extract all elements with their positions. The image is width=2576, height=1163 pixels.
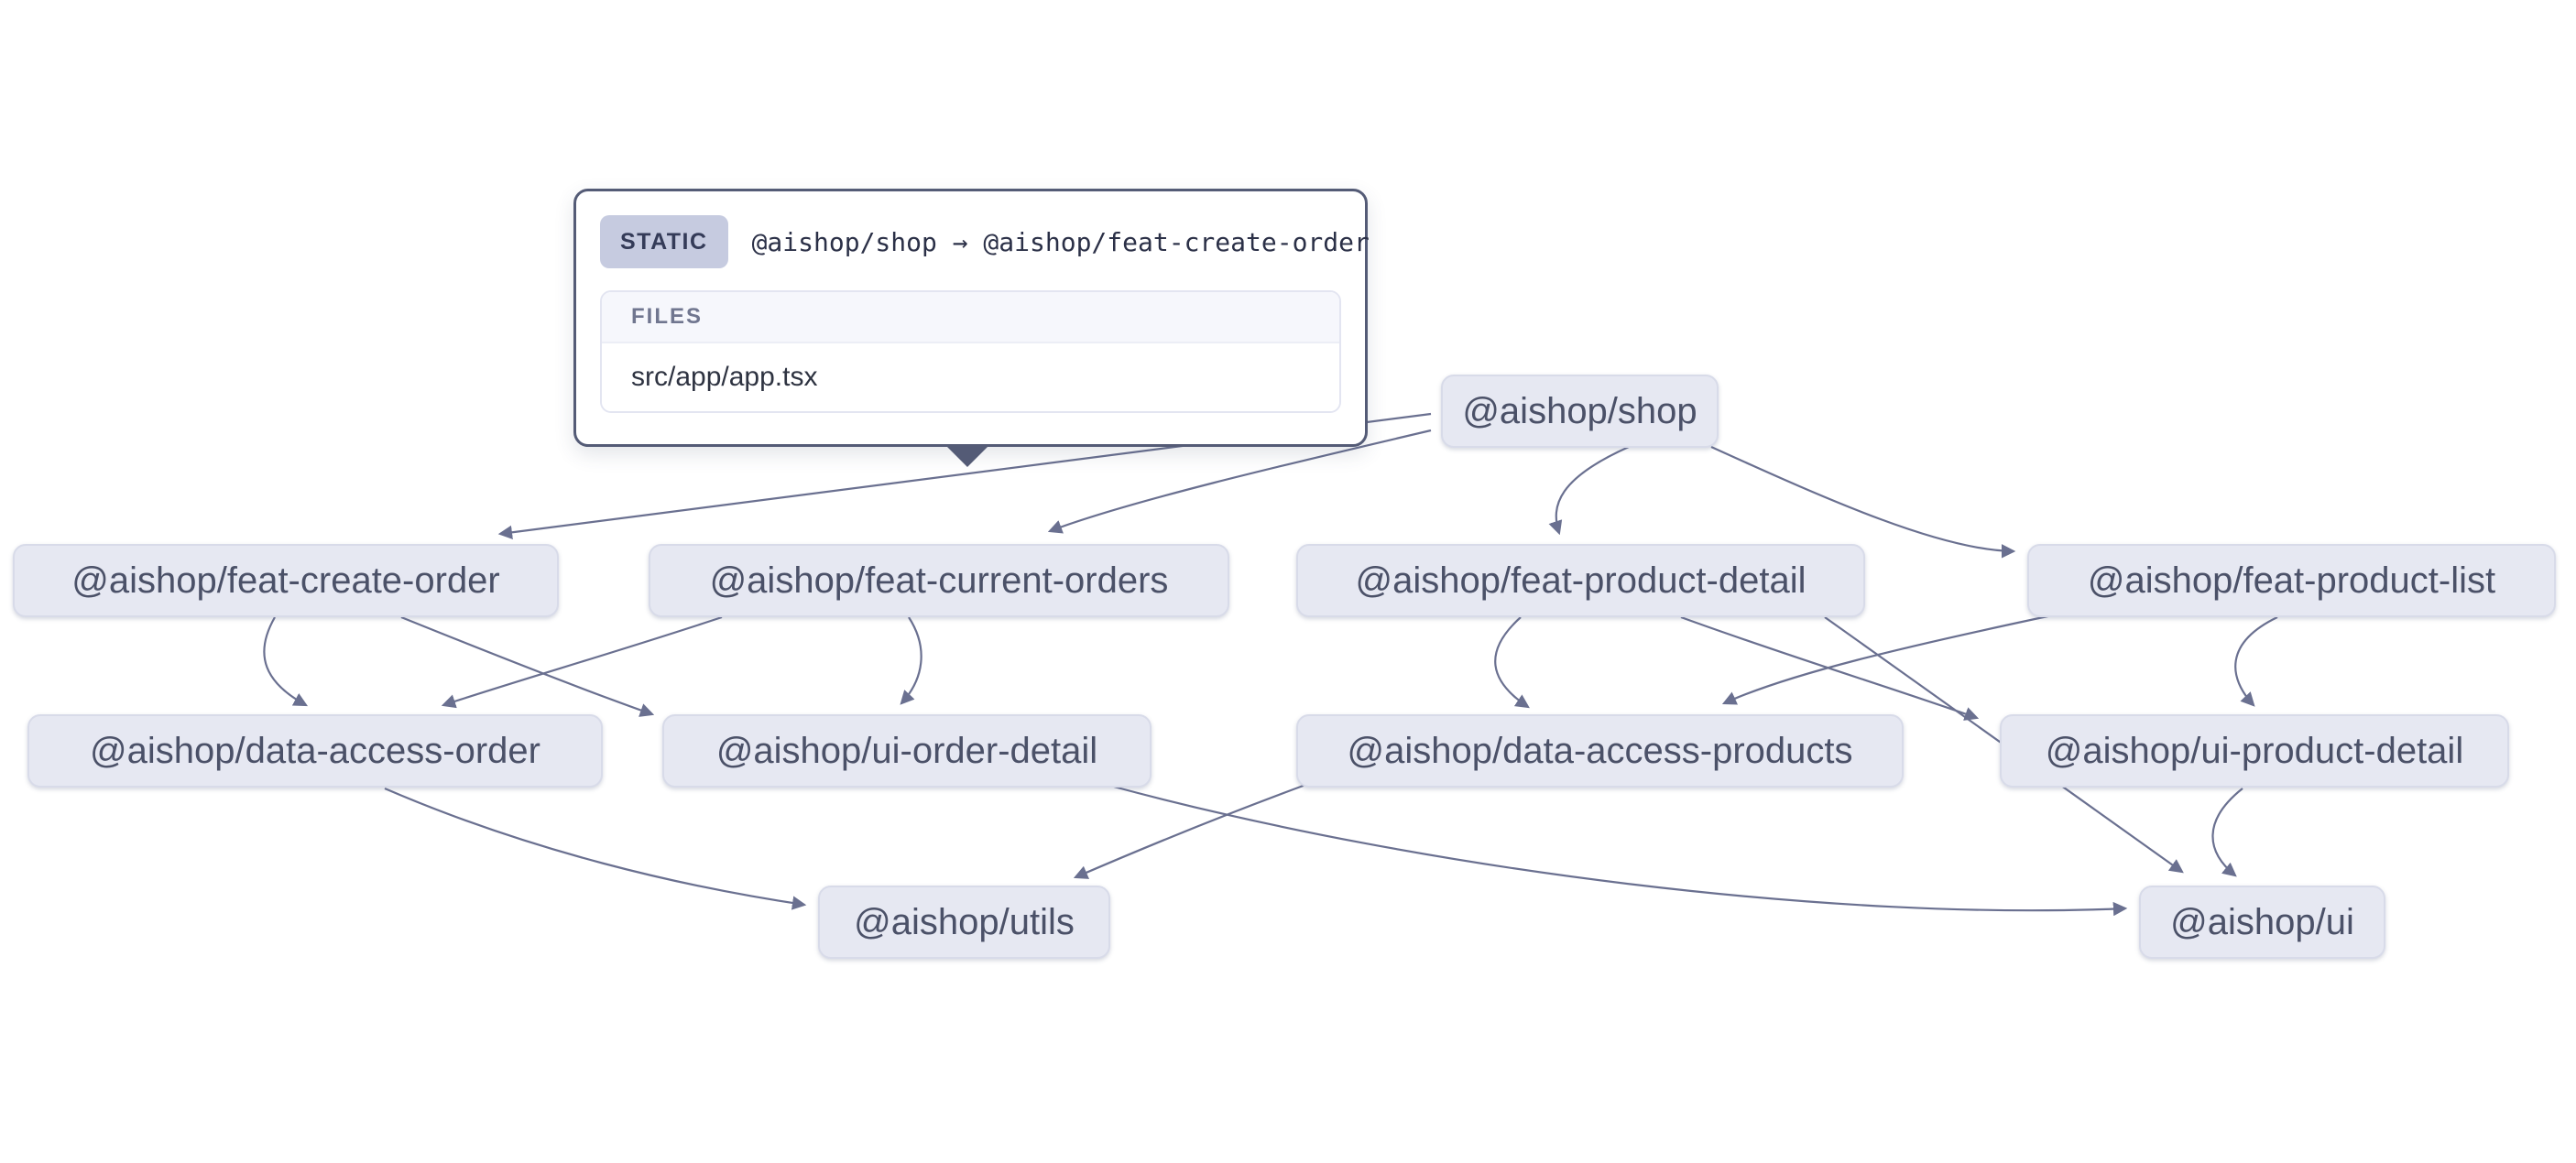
edge-feat-create-order-data-access-order[interactable] xyxy=(263,616,309,707)
node-label: @aishop/ui xyxy=(2170,901,2354,942)
edge-tooltip: STATIC @aishop/shop → @aishop/feat-creat… xyxy=(573,189,1370,467)
node-feat-product-detail[interactable]: @aishop/feat-product-detail xyxy=(1296,544,1865,617)
node-ui-product-detail[interactable]: @aishop/ui-product-detail xyxy=(2000,714,2509,788)
edge-feat-current-orders-data-access-order[interactable] xyxy=(441,615,723,709)
edge-feat-product-detail-data-access-products[interactable] xyxy=(1494,616,1530,709)
tooltip-files-panel: FILES src/app/app.tsx xyxy=(600,290,1341,413)
node-label: @aishop/shop xyxy=(1462,390,1697,431)
node-utils[interactable]: @aishop/utils xyxy=(818,886,1110,959)
edge-feat-product-list-ui-product-detail[interactable] xyxy=(2234,616,2278,707)
tooltip-file-row: src/app/app.tsx xyxy=(602,343,1339,411)
node-label: @aishop/ui-order-detail xyxy=(715,730,1098,771)
node-feat-create-order[interactable]: @aishop/feat-create-order xyxy=(13,544,559,617)
node-label: @aishop/feat-current-orders xyxy=(709,560,1169,601)
edge-ui-order-detail-ui[interactable] xyxy=(1109,784,2128,917)
node-label: @aishop/utils xyxy=(854,901,1075,942)
node-label: @aishop/data-access-products xyxy=(1347,730,1853,771)
node-label: @aishop/feat-create-order xyxy=(71,560,500,601)
node-ui-order-detail[interactable]: @aishop/ui-order-detail xyxy=(662,714,1152,788)
tooltip-caret-icon xyxy=(944,444,990,467)
tooltip-files-header: FILES xyxy=(602,292,1339,343)
edge-shop-feat-product-detail[interactable] xyxy=(1548,445,1630,536)
edge-data-access-order-utils[interactable] xyxy=(384,787,807,910)
node-label: @aishop/data-access-order xyxy=(90,730,540,771)
edge-data-access-products-utils[interactable] xyxy=(1073,782,1309,879)
node-label: @aishop/feat-product-detail xyxy=(1355,560,1806,601)
edge-feat-product-detail-ui-product-detail[interactable] xyxy=(1680,615,1980,721)
edge-shop-feat-current-orders[interactable] xyxy=(1047,429,1432,534)
edge-shop-feat-product-list[interactable] xyxy=(1710,445,2016,559)
node-ui[interactable]: @aishop/ui xyxy=(2139,886,2385,959)
edge-feat-create-order-ui-order-detail[interactable] xyxy=(400,615,655,717)
node-feat-current-orders[interactable]: @aishop/feat-current-orders xyxy=(649,544,1229,617)
node-feat-product-list[interactable]: @aishop/feat-product-list xyxy=(2027,544,2556,617)
edge-ui-product-detail-ui[interactable] xyxy=(2211,788,2243,877)
tooltip-header: STATIC @aishop/shop → @aishop/feat-creat… xyxy=(600,213,1370,270)
tooltip-edge-text: @aishop/shop → @aishop/feat-create-order xyxy=(751,226,1370,257)
dependency-type-badge: STATIC xyxy=(600,215,728,268)
node-label: @aishop/feat-product-list xyxy=(2087,560,2496,601)
node-label: @aishop/ui-product-detail xyxy=(2045,730,2464,771)
node-data-access-products[interactable]: @aishop/data-access-products xyxy=(1296,714,1904,788)
edge-feat-current-orders-ui-order-detail[interactable] xyxy=(900,616,922,705)
node-data-access-order[interactable]: @aishop/data-access-order xyxy=(27,714,603,788)
node-shop[interactable]: @aishop/shop xyxy=(1441,375,1719,448)
edge-feat-product-list-data-access-products[interactable] xyxy=(1721,614,2053,705)
